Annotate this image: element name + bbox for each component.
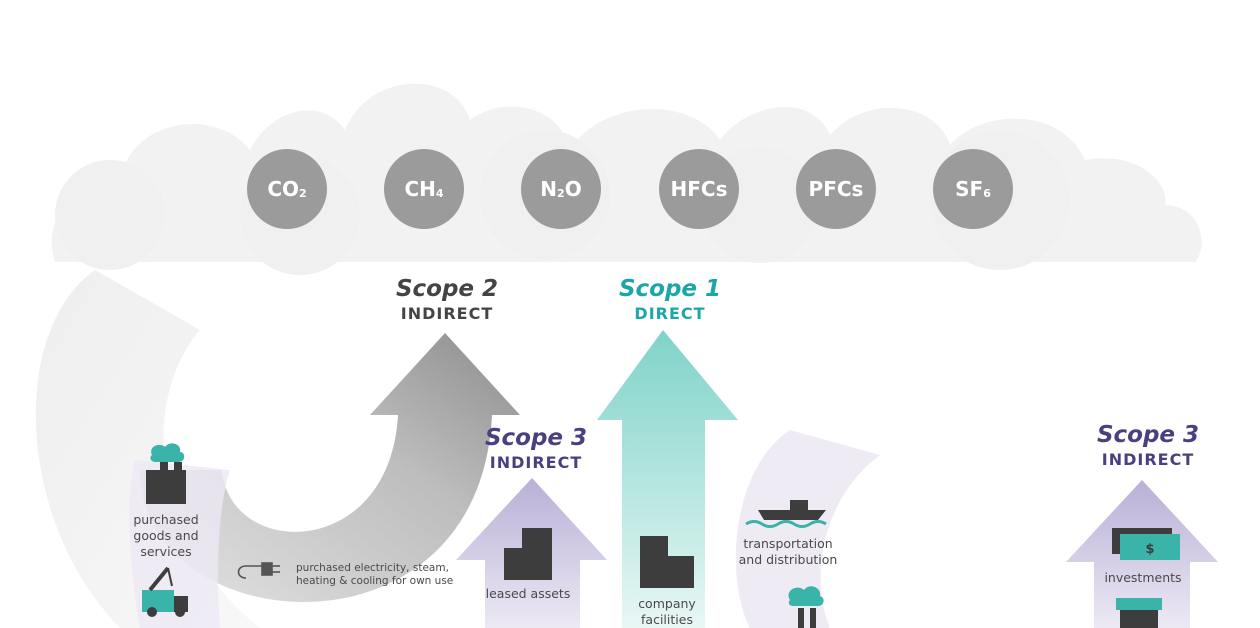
store-icon: [1116, 598, 1162, 628]
gas-subscript: 2: [299, 186, 307, 200]
gas-label: CO: [267, 177, 300, 201]
label-transportation: transportation and distribution: [738, 536, 838, 567]
gas-label: HFCs: [670, 177, 728, 201]
label-leased-assets: leased assets: [485, 586, 571, 601]
scope2-type: INDIRECT: [400, 304, 494, 323]
scope3-right-title: Scope 3: [1096, 422, 1200, 448]
ship-icon: [745, 500, 827, 528]
scope3-left-title: Scope 3: [484, 425, 588, 451]
gas-circle-hfcs: HFCs: [659, 149, 739, 229]
facility-icon: [640, 536, 694, 588]
factory-icon: [146, 443, 186, 504]
scope2-title: Scope 2: [395, 276, 499, 302]
scope1-title: Scope 1: [618, 276, 722, 302]
gas-label: PFCs: [808, 177, 864, 201]
building-icon: [504, 528, 552, 580]
scope1-heading: Scope 1 DIRECT: [580, 276, 760, 323]
label-purchased-electricity: purchased electricity, steam, heating & …: [296, 562, 454, 587]
label-company-facilities: company facilities: [638, 596, 696, 627]
truck-icon: [142, 566, 188, 617]
scope1-type: DIRECT: [634, 304, 706, 323]
scope3-left-type: INDIRECT: [489, 453, 583, 472]
scope3-right-heading: Scope 3 INDIRECT: [1058, 422, 1238, 469]
gas-label: SF: [955, 177, 984, 201]
label-investments: investments: [1104, 570, 1182, 585]
plug-icon: [237, 562, 280, 579]
label-purchased-goods: purchased goods and services: [133, 512, 199, 559]
gas-subscript: 6: [983, 186, 991, 200]
emission-icon: [788, 586, 824, 628]
gas-subscript: 4: [435, 186, 444, 200]
scope1-arrow: [597, 330, 738, 628]
scope2-arrow: [140, 333, 520, 603]
money-icon: $: [1112, 528, 1180, 560]
gas-subscript: 2: [557, 186, 565, 200]
scope3-right-type: INDIRECT: [1101, 450, 1195, 469]
svg-text:$: $: [1145, 542, 1154, 557]
scope2-heading: Scope 2 INDIRECT: [357, 276, 537, 323]
scope3-left-heading: Scope 3 INDIRECT: [446, 425, 626, 472]
gas-label: N: [540, 177, 558, 201]
gas-label-tail: O: [564, 177, 582, 201]
cloud-background: [51, 83, 1202, 275]
gas-label: CH: [404, 177, 436, 201]
gas-circle-pfcs: PFCs: [796, 149, 876, 229]
